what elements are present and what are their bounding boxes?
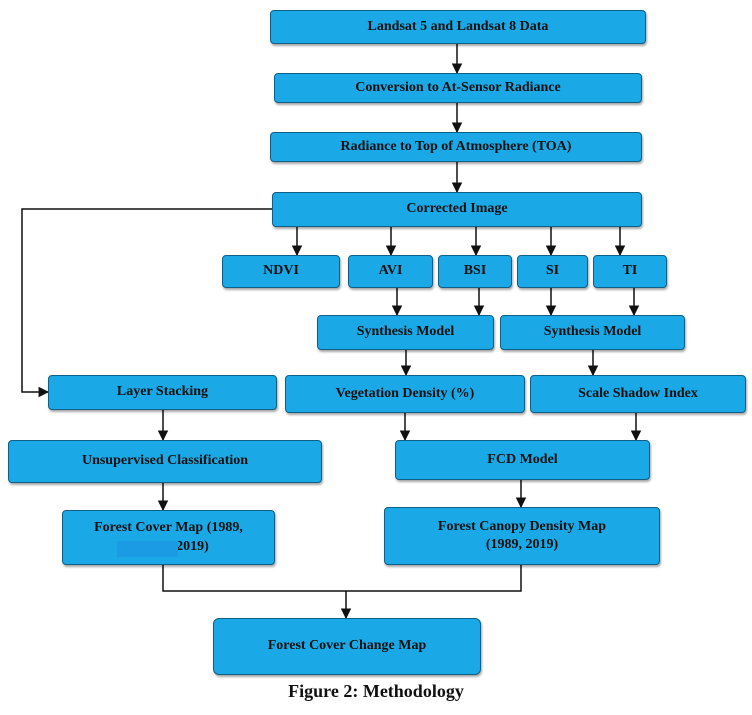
connector-forestcover-to-merge (162, 565, 522, 592)
node-landsat-data-label: Landsat 5 and Landsat 8 Data (367, 18, 549, 34)
node-layer-stacking: Layer Stacking (48, 375, 277, 410)
node-corrected-image: Corrected Image (272, 192, 642, 227)
node-layer-stacking-label: Layer Stacking (116, 384, 209, 400)
figure-caption: Figure 2: Methodology (288, 681, 464, 701)
node-vegetation-density: Vegetation Density (%) (285, 375, 525, 413)
node-scale-shadow-index: Scale Shadow Index (530, 375, 746, 413)
node-si: SI (517, 255, 588, 288)
node-synthesis-model-2: Synthesis Model (500, 315, 685, 350)
node-fcd-model: FCD Model (395, 440, 650, 480)
node-forest-canopy-density-map: Forest Canopy Density Map (1989, 2019) (384, 507, 660, 565)
node-landsat-data: Landsat 5 and Landsat 8 Data (270, 10, 646, 44)
redaction-mark (117, 541, 178, 557)
arrow-corrected-to-layer-stacking (21, 208, 272, 398)
node-scale-shadow-index-label: Scale Shadow Index (578, 385, 698, 401)
node-unsupervised-classification-label: Unsupervised Classification (81, 453, 249, 469)
node-forest-cover-map-line2: 2019) (176, 538, 209, 554)
node-forest-cover-change-map: Forest Cover Change Map (213, 618, 481, 675)
node-ti-label: TI (622, 263, 638, 279)
node-corrected-image-label: Corrected Image (406, 201, 508, 217)
node-at-sensor-radiance-label: Conversion to At-Sensor Radiance (355, 79, 561, 95)
node-at-sensor-radiance: Conversion to At-Sensor Radiance (274, 73, 642, 103)
node-forest-canopy-density-map-line1: Forest Canopy Density Map (437, 518, 607, 534)
node-top-of-atmosphere-label: Radiance to Top of Atmosphere (TOA) (340, 138, 572, 154)
node-forest-cover-change-map-label: Forest Cover Change Map (267, 638, 427, 654)
node-fcd-model-label: FCD Model (487, 451, 558, 467)
node-bsi-label: BSI (463, 263, 487, 279)
node-forest-canopy-density-map-line2: (1989, 2019) (485, 537, 559, 552)
node-synthesis-model-1: Synthesis Model (317, 315, 494, 350)
node-top-of-atmosphere: Radiance to Top of Atmosphere (TOA) (270, 132, 642, 162)
node-bsi: BSI (438, 255, 512, 288)
node-unsupervised-classification: Unsupervised Classification (8, 440, 322, 483)
node-vegetation-density-label: Vegetation Density (%) (335, 385, 475, 401)
node-ndvi: NDVI (222, 255, 340, 288)
node-forest-cover-map-line1: Forest Cover Map (1989, (94, 520, 243, 536)
node-ti: TI (593, 255, 667, 288)
node-ndvi-label: NDVI (263, 263, 299, 279)
node-synthesis-model-1-label: Synthesis Model (356, 324, 455, 340)
node-avi-label: AVI (378, 263, 403, 279)
node-avi: AVI (348, 255, 433, 288)
node-synthesis-model-2-label: Synthesis Model (543, 324, 642, 340)
node-si-label: SI (545, 263, 560, 279)
